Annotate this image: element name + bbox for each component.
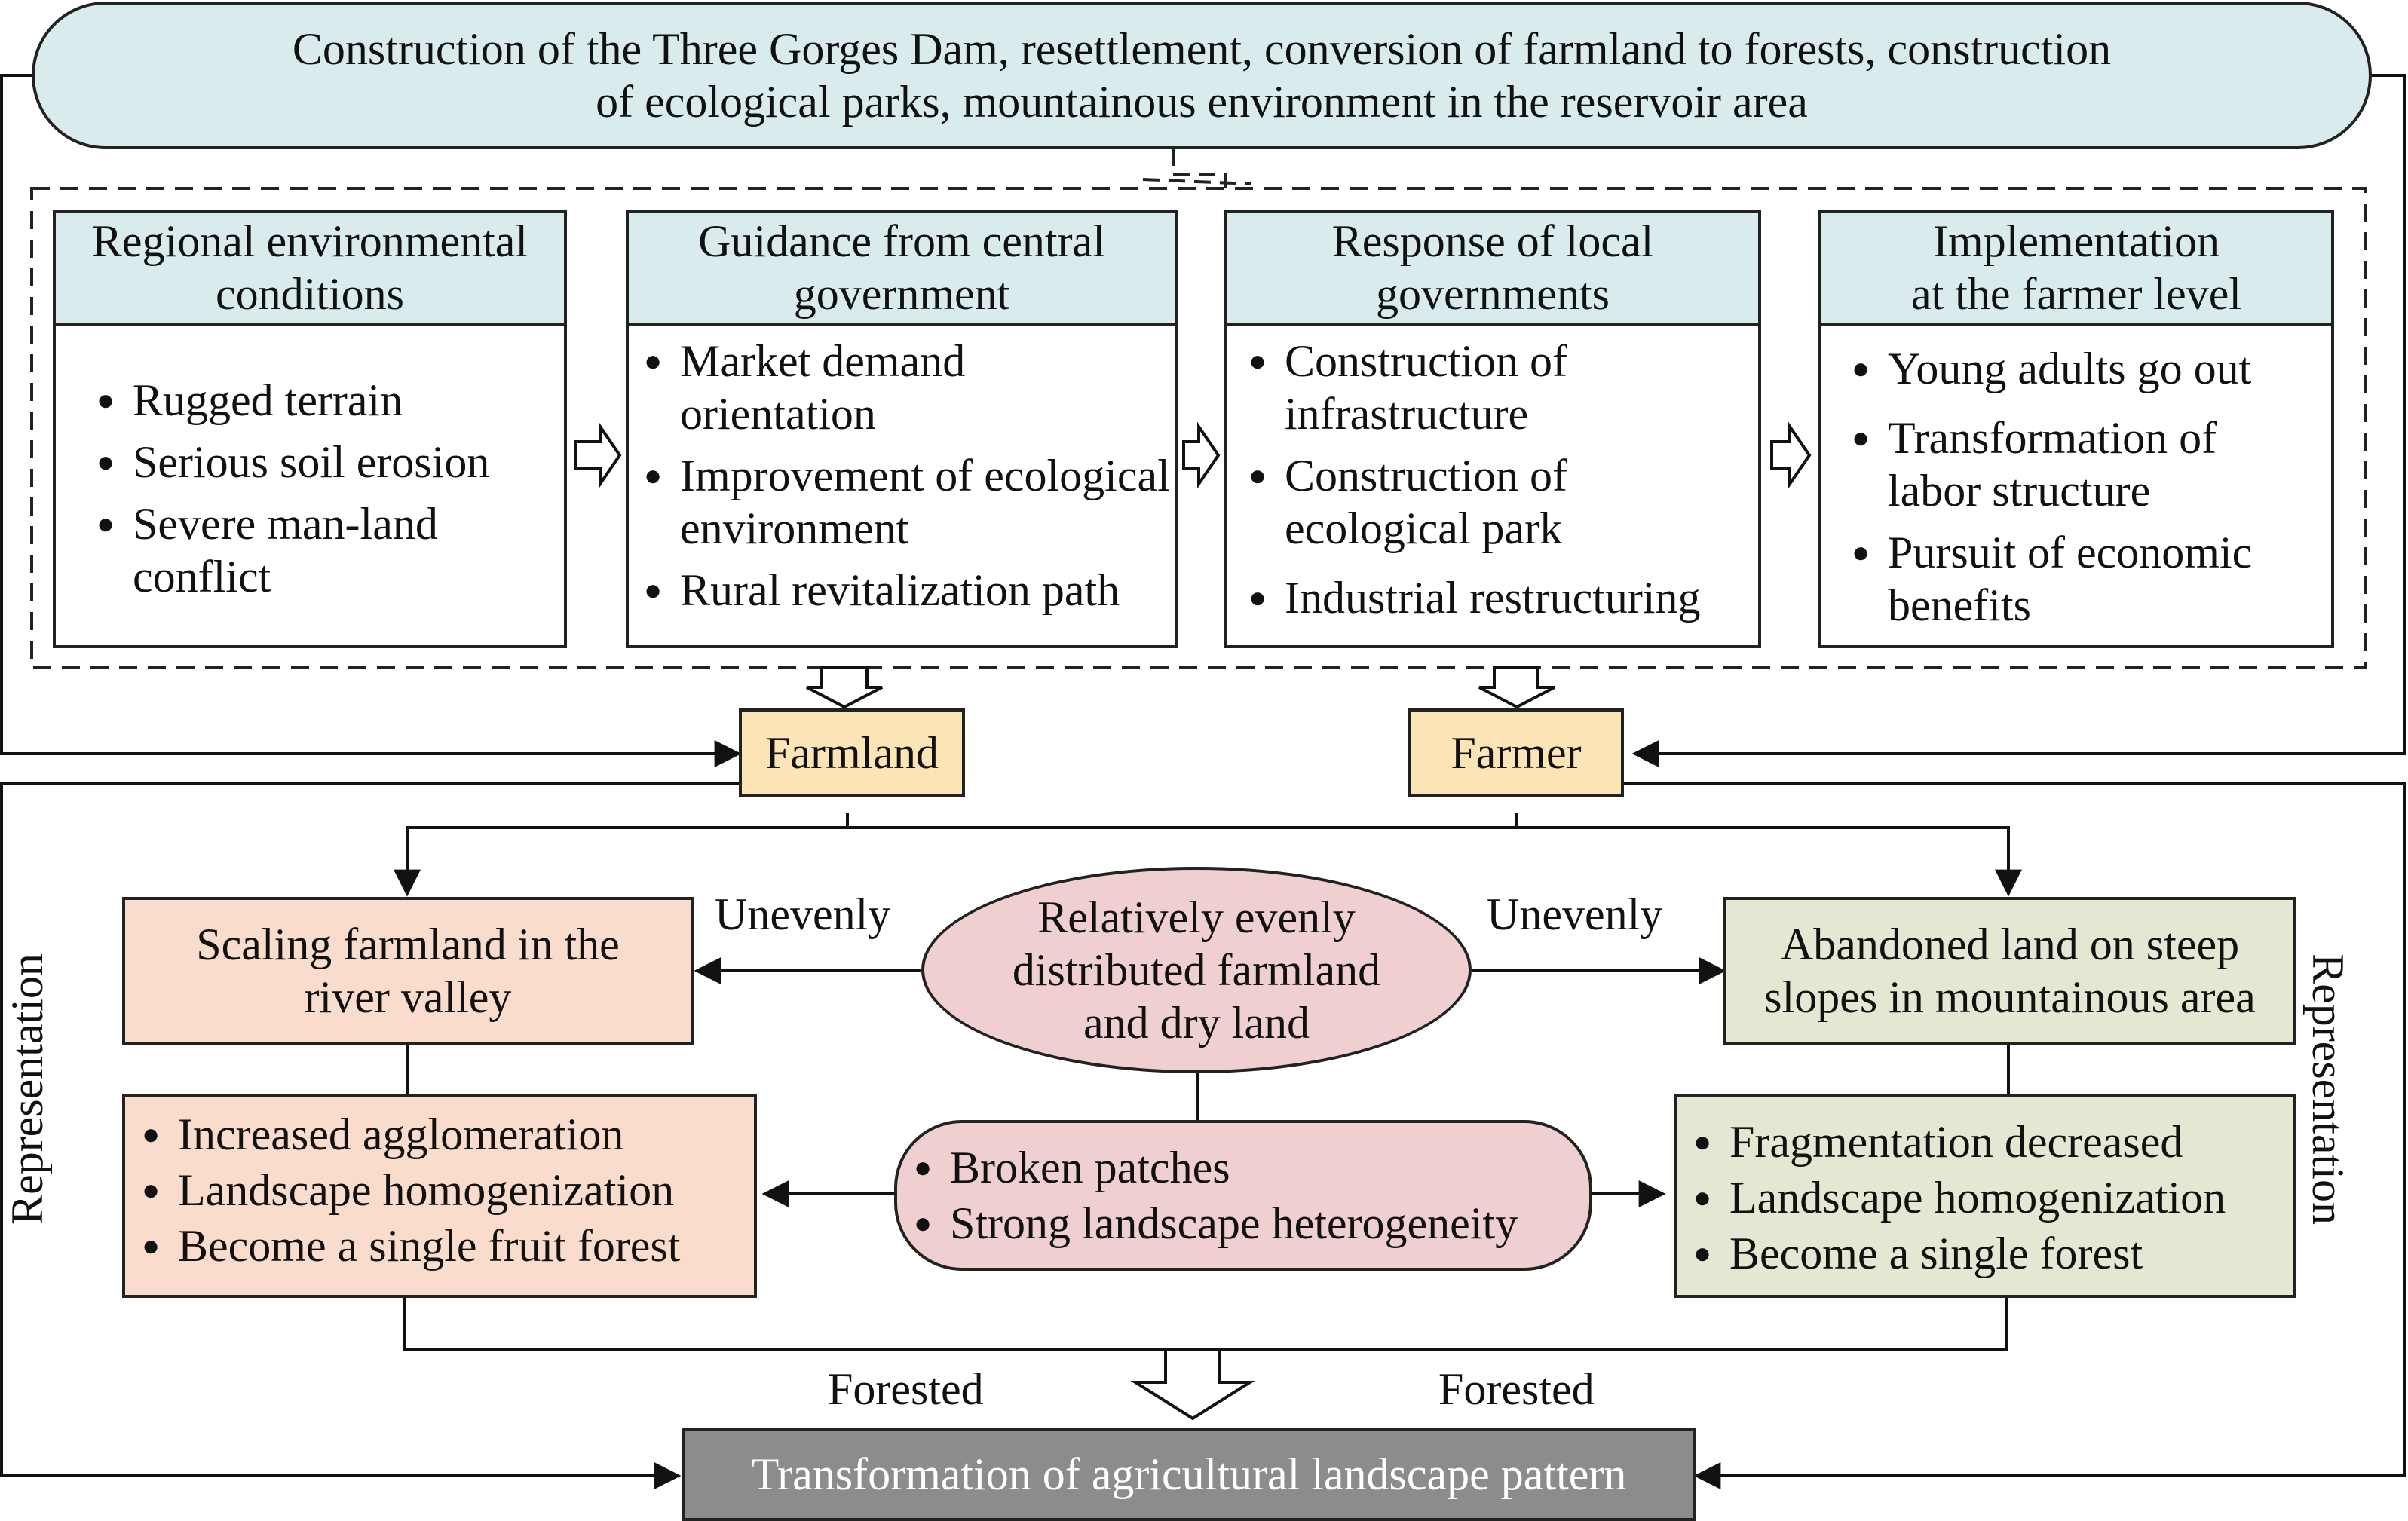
list-item: Market demand orientation xyxy=(638,335,1027,440)
down-arrow-farmland xyxy=(806,666,883,709)
merge-line xyxy=(403,1298,2008,1351)
top-banner-line1: Construction of the Three Gorges Dam, re… xyxy=(292,24,2112,74)
representation-left-label: Representation xyxy=(2,953,52,1225)
panel-central-title-1: Guidance from central xyxy=(698,216,1105,266)
list-item: Become a single forest xyxy=(1687,1227,2226,1280)
broken-patches-list: Broken patches Strong landscape heteroge… xyxy=(908,1141,1518,1250)
center-ellipse-line1: Relatively evenly xyxy=(1037,892,1356,942)
panel-central-header: Guidance from central government xyxy=(626,210,1178,326)
landscape-transformation-box: Transformation of agricultural landscape… xyxy=(682,1428,1696,1521)
abandoned-land-line2: slopes in mountainous area xyxy=(1764,972,2256,1022)
banner-dashed-link xyxy=(1142,149,1252,188)
right-outcome-list: Fragmentation decreased Landscape homoge… xyxy=(1687,1116,2226,1280)
panel-local-list: Construction of infrastructure Construct… xyxy=(1242,335,1760,624)
list-item: Strong landscape heterogeneity xyxy=(908,1197,1518,1250)
farmer-node-label: Farmer xyxy=(1451,728,1582,778)
panel-regional-list: Rugged terrain Serious soil erosion Seve… xyxy=(90,374,558,603)
farmland-node: Farmland xyxy=(739,708,965,797)
scaling-farmland-line2: river valley xyxy=(304,972,512,1022)
right-loop-to-bottom xyxy=(1622,782,2406,1489)
panel-regional-title-1: Regional environmental xyxy=(91,216,528,266)
split-line-left xyxy=(394,826,847,897)
list-item: Broken patches xyxy=(908,1141,1518,1194)
list-item: Become a single fruit forest xyxy=(136,1220,680,1272)
unevenly-left-label: Unevenly xyxy=(715,889,891,939)
panel-local-header: Response of local governments xyxy=(1224,210,1761,326)
left-outcome-box: Increased agglomeration Landscape homoge… xyxy=(122,1094,757,1298)
panel-farmer-level-header: Implementation at the farmer level xyxy=(1818,210,2334,326)
list-item: Landscape homogenization xyxy=(136,1164,680,1216)
left-outcome-list: Increased agglomeration Landscape homoge… xyxy=(136,1108,680,1272)
panel-central-list: Market demand orientation Improvement of… xyxy=(638,335,1175,617)
forested-left-label: Forested xyxy=(828,1364,984,1414)
list-item: Fragmentation decreased xyxy=(1687,1116,2226,1168)
list-item: Increased agglomeration xyxy=(136,1108,680,1161)
panel-local-title-2: governments xyxy=(1376,269,1610,319)
panel-farmer-level-title-1: Implementation xyxy=(1933,216,2220,266)
list-item: Construction of ecological park xyxy=(1242,449,1631,555)
center-ellipse-line2: distributed farmland xyxy=(1012,945,1381,995)
down-arrow-farmer xyxy=(1478,666,1555,709)
top-banner: Construction of the Three Gorges Dam, re… xyxy=(32,2,2372,149)
list-item: Industrial restructuring xyxy=(1242,571,1760,624)
list-item: Construction of infrastructure xyxy=(1242,335,1631,440)
farmland-node-label: Farmland xyxy=(765,728,939,778)
left-loop-to-farmland xyxy=(0,74,742,767)
panel-regional-header: Regional environmental conditions xyxy=(53,210,567,326)
center-ellipse: Relatively evenly distributed farmland a… xyxy=(921,867,1472,1073)
unevenly-right-label: Unevenly xyxy=(1487,889,1663,939)
panel-central-title-2: government xyxy=(793,269,1010,319)
scaling-farmland-box: Scaling farmland in the river valley xyxy=(122,897,694,1045)
panel-farmer-level-list: Young adults go out Transformation of la… xyxy=(1846,342,2328,632)
list-item: Severe man-land conflict xyxy=(90,497,495,603)
panel-regional-title-2: conditions xyxy=(216,269,404,319)
down-arrow-bottom xyxy=(1130,1348,1255,1421)
list-item: Improvement of ecological environment xyxy=(638,449,1193,555)
abandoned-land-box: Abandoned land on steep slopes in mounta… xyxy=(1723,897,2296,1045)
left-loop-to-bottom xyxy=(0,782,739,1489)
top-banner-line2: of ecological parks, mountainous environ… xyxy=(596,77,1808,127)
abandoned-land-line1: Abandoned land on steep xyxy=(1780,920,2240,969)
list-item: Pursuit of economic benefits xyxy=(1846,526,2310,632)
right-loop-to-farmer xyxy=(1631,74,2406,767)
split-line-right xyxy=(847,826,2022,897)
right-outcome-box: Fragmentation decreased Landscape homoge… xyxy=(1674,1094,2296,1298)
scaling-farmland-line1: Scaling farmland in the xyxy=(196,920,620,969)
list-item: Serious soil erosion xyxy=(90,436,558,488)
panel-arrow-1 xyxy=(574,421,622,489)
panel-farmer-level-title-2: at the farmer level xyxy=(1910,269,2242,319)
dashed-process-frame xyxy=(30,187,2367,669)
broken-patches-box: Broken patches Strong landscape heteroge… xyxy=(894,1120,1592,1271)
list-item: Young adults go out xyxy=(1846,342,2328,395)
forested-right-label: Forested xyxy=(1438,1364,1595,1414)
list-item: Rural revitalization path xyxy=(638,564,1175,617)
list-item: Rugged terrain xyxy=(90,374,558,427)
list-item: Landscape homogenization xyxy=(1687,1171,2226,1224)
panel-local-title-1: Response of local xyxy=(1331,216,1654,266)
panel-arrow-3 xyxy=(1770,421,1812,489)
list-item: Transformation of labor structure xyxy=(1846,412,2280,517)
representation-right-label: Representation xyxy=(2302,953,2353,1225)
landscape-transformation-label: Transformation of agricultural landscape… xyxy=(751,1449,1627,1499)
center-ellipse-line3: and dry land xyxy=(1083,998,1310,1048)
farmer-node: Farmer xyxy=(1408,708,1624,797)
